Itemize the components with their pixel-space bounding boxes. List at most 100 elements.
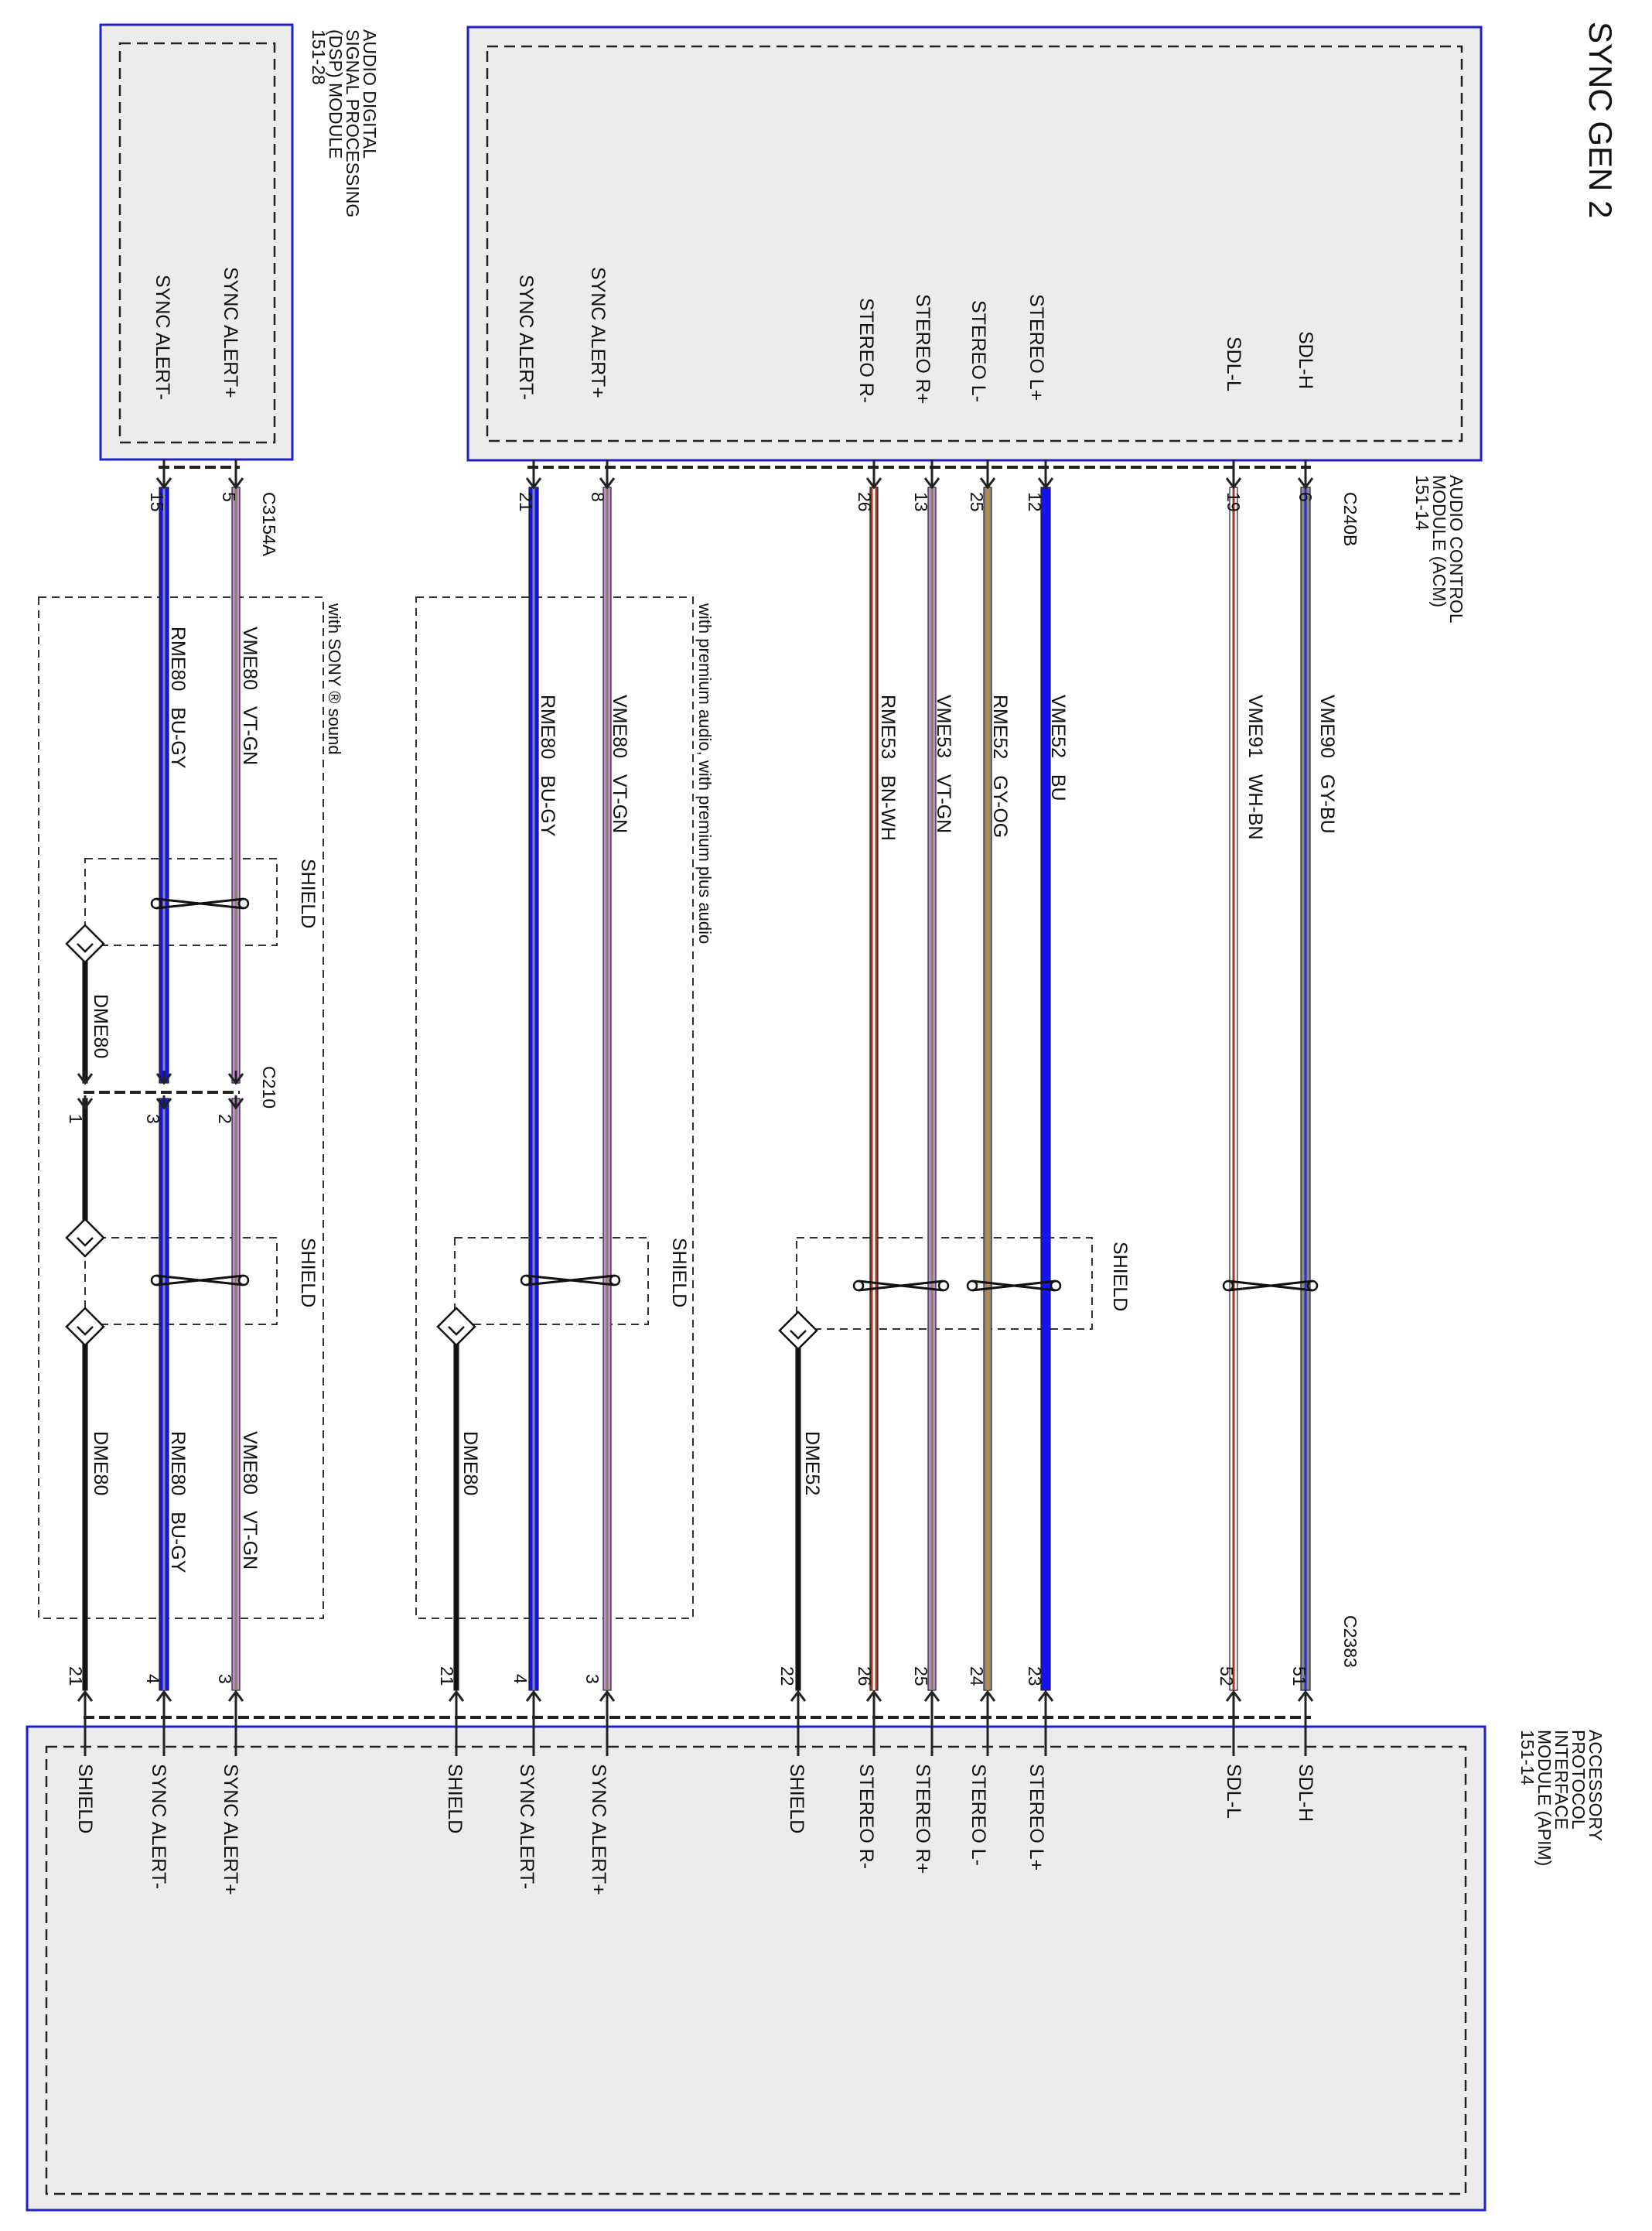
premium-option-box xyxy=(415,596,694,1619)
wire-stereo-dme52 xyxy=(795,1334,801,1691)
circuit-prem-dme: DME80 xyxy=(459,1431,481,1495)
wire-sony-vme80-top xyxy=(231,487,241,1084)
c3154a-pin-15: 15 xyxy=(147,492,167,512)
circuit-vme53: VME53 VT-GN xyxy=(933,695,954,833)
circuit-prem-rme: RME80 BU-GY xyxy=(537,695,558,837)
circuit-vme91: VME91 WH-BN xyxy=(1244,695,1266,840)
ground-sony-2-mark xyxy=(77,1237,94,1247)
c240b-pin-19: 19 xyxy=(1224,492,1244,512)
twist-sdl-end-b xyxy=(1306,1279,1319,1292)
c2383-pin-52: 52 xyxy=(1217,1666,1237,1686)
wire-vme52 xyxy=(1040,487,1051,1691)
apim-pin-sync-alert-plus-2: SYNC ALERT+ xyxy=(588,1764,609,1895)
c2383-pin-4a: 4 xyxy=(143,1674,163,1684)
wire-sony-vme80-top-stripe xyxy=(234,487,237,1083)
arrow-c3154a-5 xyxy=(227,475,244,490)
ground-stereo-mark xyxy=(790,1330,807,1340)
wire-sony-rme80-top xyxy=(159,487,169,1084)
arrow-c240b-stereo-2 xyxy=(979,475,996,490)
acm-pin-sync-alert-plus: SYNC ALERT+ xyxy=(587,267,609,398)
twist-stereo-l-end-b xyxy=(1050,1279,1062,1292)
stereo-shield-box xyxy=(796,1237,1093,1330)
wire-vme90 xyxy=(1300,487,1311,1691)
apim-pin-shield-2: SHIELD xyxy=(444,1764,466,1833)
apim-module-name: ACCESSORY PROTOCOL INTERFACE MODULE (API… xyxy=(1517,1730,1606,1871)
ground-stereo-shape xyxy=(778,1310,818,1351)
wire-sony-dme80-top-body xyxy=(82,943,88,1084)
wire-prem-vme80 xyxy=(602,487,612,1691)
twist-sony-2-end-b xyxy=(237,1274,250,1286)
ground-sony-3-shape xyxy=(65,1307,105,1347)
wire-rme53 xyxy=(869,487,879,1691)
twist-sony-2-end-a xyxy=(150,1274,162,1286)
c2383-label: C2383 xyxy=(1340,1615,1360,1668)
arrow-c210-2-out xyxy=(227,1095,244,1110)
c240b-pin-21: 21 xyxy=(516,492,536,512)
apim-pin-stereo-r-minus: STEREO R- xyxy=(855,1764,877,1869)
wire-sony-rme80-bot-stripe xyxy=(162,1098,166,1690)
ground-sony-2-shape xyxy=(65,1218,105,1258)
wires-layer xyxy=(82,487,1311,1691)
c2383-pin-24: 24 xyxy=(967,1666,987,1686)
circuit-sony-dme-bot: DME80 xyxy=(90,1431,111,1495)
sony-option-label: with SONY ® sound xyxy=(325,603,344,755)
twist-sony-1-x xyxy=(155,897,244,910)
twist-sony-1-end-a xyxy=(150,897,162,910)
ground-stereo xyxy=(778,1310,818,1351)
arrow-c240b-21 xyxy=(525,475,542,490)
twist-stereo-l-end-a xyxy=(966,1279,978,1292)
arrow-c210-3-in xyxy=(155,1071,172,1085)
apim-pin-stereo-r-plus: STEREO R+ xyxy=(912,1764,934,1874)
ground-sony-1-shape xyxy=(65,924,105,964)
ground-premium-mark xyxy=(448,1326,465,1336)
ground-premium xyxy=(436,1307,476,1347)
c2383-pin-3b: 3 xyxy=(582,1674,602,1684)
twist-stereo-l xyxy=(966,1279,1062,1292)
wire-sony-vme80-bot-stripe xyxy=(234,1098,237,1690)
c2383-pin-21a: 21 xyxy=(66,1666,86,1686)
circuit-prem-vme: VME80 VT-GN xyxy=(609,695,630,833)
acm-pin-stereo-r-minus: STEREO R- xyxy=(855,298,877,403)
arrow-c240b-stereo-3 xyxy=(1037,475,1054,490)
c240b-pin-8: 8 xyxy=(588,492,608,502)
twist-stereo-l-x xyxy=(971,1279,1056,1292)
arrow-c240b-19 xyxy=(1225,475,1242,490)
c2383-pin-25: 25 xyxy=(911,1666,931,1686)
premium-option-label: with premium audio, with premium plus au… xyxy=(695,603,715,944)
ground-sony-1 xyxy=(65,924,105,964)
wire-stereo-dme52-body xyxy=(795,1334,801,1691)
c2383-pin-26: 26 xyxy=(855,1666,875,1686)
c2383-pin-23: 23 xyxy=(1025,1666,1045,1686)
circuit-rme52: RME52 GY-OG xyxy=(989,695,1011,838)
c240b-pin-12: 12 xyxy=(1025,492,1045,512)
acm-module: AUDIO CONTROL MODULE (ACM) 151-14 SYNC A… xyxy=(466,26,1483,624)
apim-module: ACCESSORY PROTOCOL INTERFACE MODULE (API… xyxy=(26,1725,1606,2212)
arrow-c240b-6 xyxy=(1297,475,1314,490)
c240b-pin-6: 6 xyxy=(1295,492,1316,502)
wire-prem-vme80-stripe xyxy=(606,487,609,1690)
wire-prem-dme80-body xyxy=(453,1330,459,1691)
twist-sony-1-end-b xyxy=(237,897,250,910)
apim-pin-sync-alert-minus-2: SYNC ALERT- xyxy=(516,1764,538,1889)
circuit-sony-rme-top: RME80 BU-GY xyxy=(167,627,189,769)
c240b-pin-13: 13 xyxy=(911,492,931,512)
arrow-c3154a-15 xyxy=(155,475,172,490)
dsp-module-name: AUDIO DIGITAL SIGNAL PROCESSING (DSP) MO… xyxy=(309,29,380,223)
wire-vme53 xyxy=(927,487,937,1691)
c2383-pin-4b: 4 xyxy=(510,1674,531,1684)
c3154a-label: C3154A xyxy=(259,492,279,557)
twist-premium xyxy=(520,1274,621,1286)
twist-stereo-r-end-a xyxy=(852,1279,865,1292)
ground-sony-3-mark xyxy=(77,1326,94,1336)
c240b-pin-25: 25 xyxy=(967,492,987,512)
sony-shield-box-1 xyxy=(84,858,278,946)
c2383-pin-51: 51 xyxy=(1289,1666,1309,1686)
dsp-pin-sync-alert-plus: SYNC ALERT+ xyxy=(220,267,241,398)
circuit-vme90: VME90 GY-BU xyxy=(1316,695,1338,834)
wire-prem-rme80-stripe xyxy=(532,487,535,1690)
premium-shield-label: SHIELD xyxy=(668,1238,690,1307)
circuit-sony-vme-bot: VME80 VT-GN xyxy=(239,1431,261,1570)
wire-sony-dme80-bot xyxy=(82,1330,88,1691)
sony-option-box xyxy=(38,596,324,1619)
